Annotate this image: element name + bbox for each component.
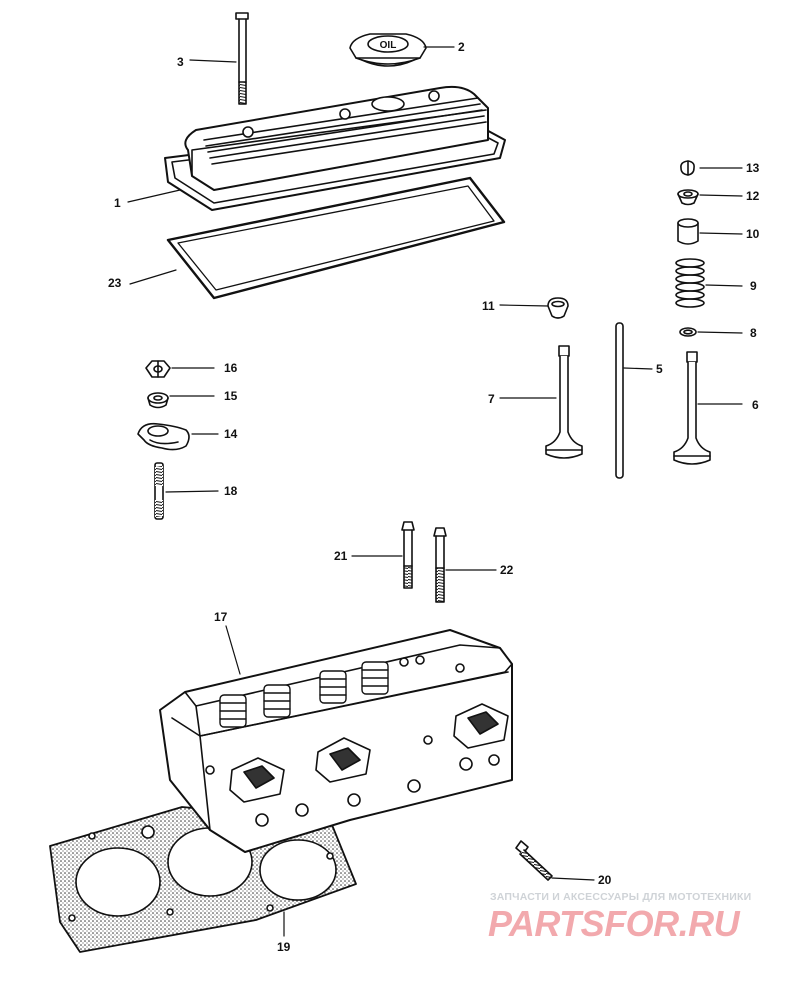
- callout-22: 22: [500, 563, 514, 577]
- part-1-rocker-cover: [164, 85, 506, 211]
- part-11-valve-seal: [547, 297, 569, 319]
- leader-lines: [127, 46, 743, 937]
- callout-11: 11: [482, 299, 495, 313]
- part-2-oil-cap: [349, 33, 427, 67]
- part-10-valve-shield: [677, 218, 699, 245]
- callout-15: 15: [224, 389, 238, 403]
- part-9-valve-spring: [675, 258, 705, 308]
- watermark-tagline: ЗАПЧАСТИ И АКСЕССУАРЫ ДЛЯ МОТОТЕХНИКИ: [490, 891, 752, 903]
- part-3-cover-bolt: [235, 12, 249, 105]
- part-22-head-bolt-long: [433, 527, 447, 603]
- callout-6: 6: [752, 398, 759, 412]
- part-16-rocker-nut: [145, 360, 171, 378]
- part-21-head-bolt-short: [401, 521, 415, 589]
- part-6-exhaust-valve: [673, 351, 711, 465]
- callout-10: 10: [746, 227, 760, 241]
- callout-9: 9: [750, 279, 757, 293]
- part-14-rocker-arm: [137, 422, 190, 451]
- part-20-bolt: [515, 840, 553, 881]
- callout-7: 7: [488, 392, 495, 406]
- watermark-logo: PARTSFOR.RU: [488, 903, 740, 944]
- part-12-spring-cap: [677, 189, 699, 206]
- callout-labels: 3 2 1 23 13 12 10 9 8 11 5 7 6 16 15 14 …: [108, 40, 760, 954]
- callout-17: 17: [214, 610, 228, 624]
- callout-20: 20: [598, 873, 612, 887]
- callout-12: 12: [746, 189, 760, 203]
- callout-18: 18: [224, 484, 238, 498]
- part-13-valve-locks: [680, 160, 695, 176]
- part-15-rocker-ball: [147, 392, 169, 409]
- oil-cap-label: OIL: [380, 40, 397, 51]
- callout-13: 13: [746, 161, 760, 175]
- part-17-cylinder-head: [159, 629, 513, 853]
- part-7-intake-valve: [545, 345, 583, 459]
- callout-3: 3: [177, 55, 184, 69]
- callout-5: 5: [656, 362, 663, 376]
- callout-1: 1: [114, 196, 121, 210]
- callout-8: 8: [750, 326, 757, 340]
- part-8-spring-shim: [679, 327, 697, 337]
- callout-16: 16: [224, 361, 238, 375]
- part-18-rocker-stud: [154, 462, 164, 520]
- callout-14: 14: [224, 427, 238, 441]
- callout-23: 23: [108, 276, 122, 290]
- callout-21: 21: [334, 549, 348, 563]
- part-23-cover-gasket: [166, 176, 506, 300]
- callout-19: 19: [277, 940, 291, 954]
- callout-2: 2: [458, 40, 465, 54]
- part-5-pushrod: [615, 322, 624, 479]
